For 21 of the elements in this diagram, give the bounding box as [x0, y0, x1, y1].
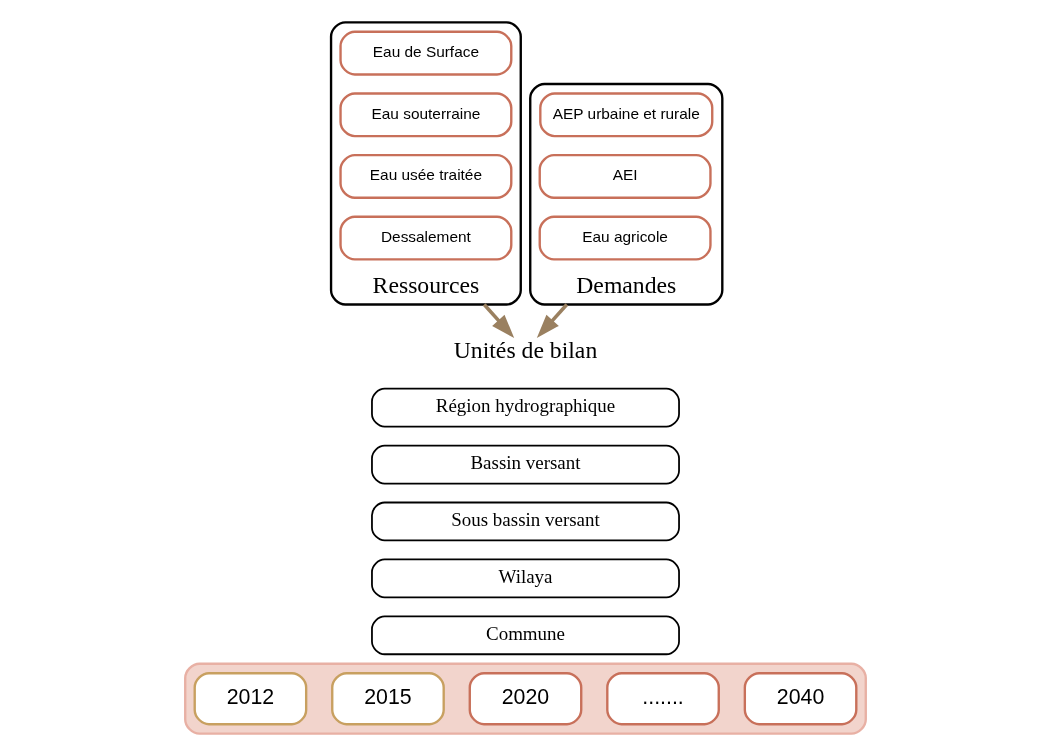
- node-box: Sous bassin versant: [370, 501, 680, 542]
- node-box: .......: [605, 672, 720, 726]
- node-box: 2020: [468, 672, 582, 726]
- node-box: AEI: [538, 153, 712, 199]
- node-box: Wilaya: [370, 558, 680, 599]
- node-box: Dessalement: [338, 215, 512, 261]
- cluster: [183, 662, 867, 735]
- node-box: Eau de Surface: [338, 30, 512, 76]
- arrow: [482, 303, 514, 339]
- node-box: 2015: [330, 672, 445, 726]
- node-box: AEP urbaine et rurale: [538, 92, 713, 138]
- node-text: Unités de bilan: [453, 336, 597, 363]
- node-box: Région hydrographique: [370, 387, 680, 428]
- node-box: Eau usée traitée: [338, 153, 512, 199]
- node-box: 2012: [193, 672, 307, 726]
- arrow: [536, 303, 568, 339]
- node-box: Eau agricole: [538, 215, 712, 261]
- node-box: Bassin versant: [370, 444, 680, 485]
- node-box: Commune: [370, 615, 680, 656]
- node-box: Eau souterraine: [338, 92, 512, 138]
- node-box: 2040: [743, 672, 857, 726]
